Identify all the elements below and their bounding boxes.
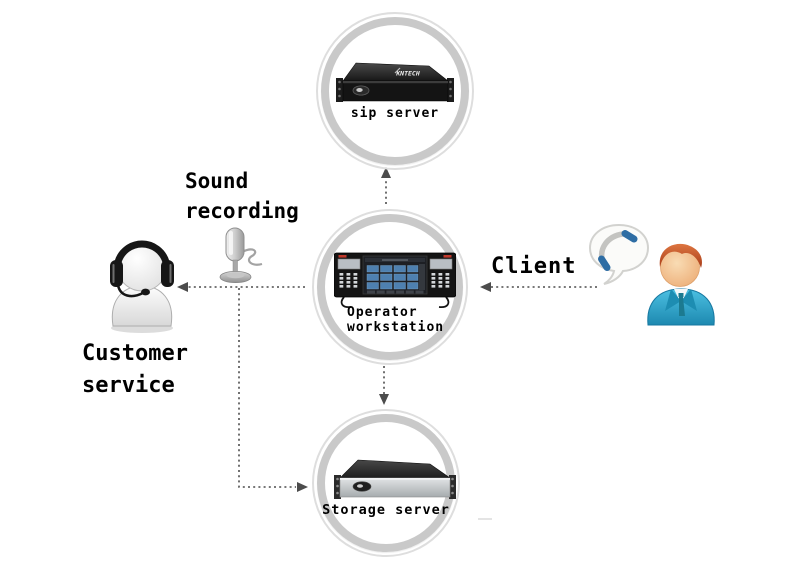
server-emblem-dot [356, 88, 363, 92]
sound-label-line1: Sound [185, 169, 249, 193]
boom-mic-tip [141, 288, 150, 296]
arrowhead-left-icon [177, 282, 188, 292]
sip-server-node [316, 12, 474, 170]
microphone-icon [219, 227, 263, 284]
businessman-icon [647, 243, 715, 326]
operator-label-line1: Operator [347, 305, 418, 320]
client-tie [678, 293, 685, 316]
phone-handset-icon [588, 224, 650, 285]
arrowhead-down-icon [379, 394, 389, 405]
sound-recording-label: Sound recording [185, 166, 299, 226]
rack-server-icon [334, 459, 456, 499]
operator-workstation-label: Operator workstation [347, 305, 444, 335]
operator-console-icon [334, 252, 456, 309]
mic-boom-icon [116, 284, 144, 298]
mic-base-top [226, 272, 245, 279]
rack-screws [336, 477, 454, 495]
circle-ring [312, 209, 468, 365]
circle-ring [316, 12, 474, 170]
headset-earcup-icon [110, 260, 123, 287]
arrowheads [177, 167, 491, 492]
storage-server-label: Storage server [322, 502, 450, 518]
circle-ring [312, 409, 460, 557]
circle-ring [321, 17, 469, 165]
circle-ring [317, 214, 463, 360]
server-front-edge [343, 81, 448, 84]
headset-earcup-icon [161, 260, 174, 287]
screen-title-bar [382, 259, 408, 261]
operator-label-line2: workstation [347, 320, 445, 335]
phone-display [337, 258, 361, 270]
brand-slash [394, 67, 401, 74]
phone-keypad [339, 273, 450, 288]
phone-display [429, 258, 453, 270]
earcup-highlight [112, 264, 115, 283]
server-emblem-dot [357, 484, 363, 488]
arrowhead-right-icon [297, 482, 308, 492]
headset-band-icon [114, 240, 170, 264]
mic-shine [229, 231, 233, 255]
client-hair [659, 243, 702, 268]
handset-cord [340, 296, 352, 309]
handset-cord [438, 296, 450, 309]
screen-bottom-keys [367, 290, 424, 294]
client-lapel [665, 289, 681, 311]
client-label: Client [491, 254, 577, 279]
server-front-edge [340, 478, 450, 480]
screen-button-grid [366, 265, 419, 290]
mic-cable [241, 248, 263, 266]
arrowhead-left-icon [480, 282, 491, 292]
client-lapel [681, 289, 697, 311]
rack-screws [338, 80, 452, 98]
customer-label-line2: service [82, 373, 175, 398]
support-agent-icon [110, 240, 174, 333]
server-top [339, 459, 451, 479]
earcup-highlight [169, 264, 172, 283]
server-brand-text: KNTECH [395, 70, 420, 78]
handset-tips [598, 230, 638, 271]
operator-workstation-node [312, 209, 468, 365]
customer-label-line1: Customer [82, 341, 188, 366]
customer-service-label: Customer service [82, 338, 188, 402]
screen-side-panel [419, 264, 425, 290]
connector-recording-to-storage [238, 288, 296, 488]
sound-label-line2: recording [185, 199, 299, 223]
arrowhead-up-icon [381, 167, 391, 178]
mic-head [225, 227, 245, 262]
sip-server-label: sip server [350, 106, 440, 121]
rack-server-icon: KNTECH [336, 62, 454, 102]
connector-group [188, 178, 597, 488]
